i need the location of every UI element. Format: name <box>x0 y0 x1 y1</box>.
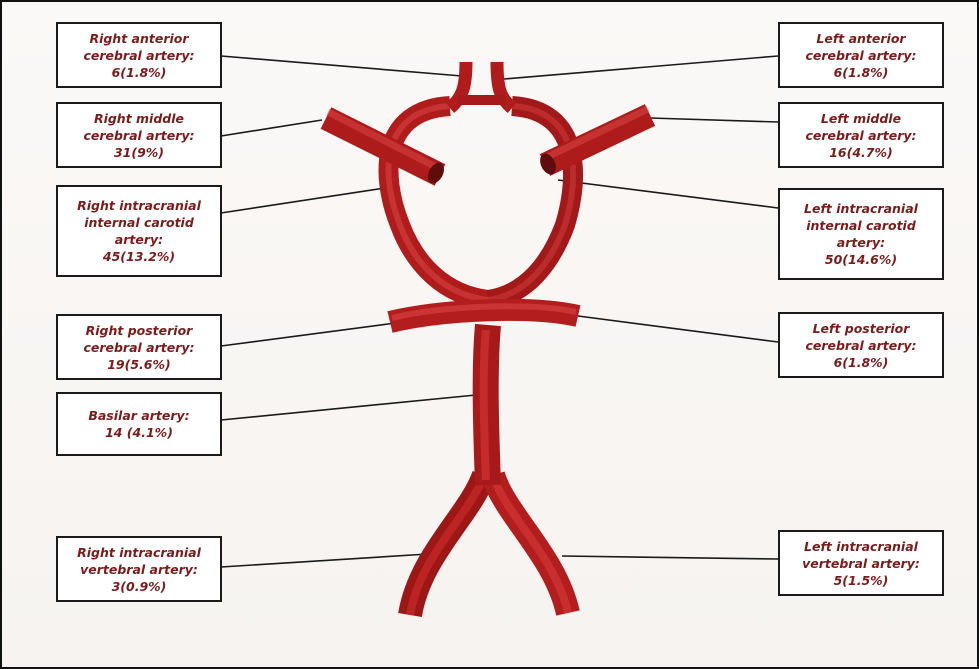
label-line: 16(4.7%) <box>805 144 916 161</box>
label-left-middle-cerebral-artery: Left middle cerebral artery: 16(4.7%) <box>778 102 944 168</box>
label-line: cerebral artery: <box>83 47 194 64</box>
left-intracranial-ica <box>488 106 573 300</box>
leader-left-mca <box>650 118 778 122</box>
label-line: artery: <box>77 231 201 248</box>
label-line: artery: <box>804 234 918 251</box>
label-line: 19(5.6%) <box>83 356 194 373</box>
label-line: 3(0.9%) <box>77 578 201 595</box>
label-line: 14 (4.1%) <box>88 424 189 441</box>
label-line: internal carotid <box>804 217 918 234</box>
label-line: Basilar artery: <box>88 407 189 424</box>
right-intracranial-ica <box>388 106 488 300</box>
label-right-intracranial-vertebral-artery: Right intracranial vertebral artery: 3(0… <box>56 536 222 602</box>
label-line: 6(1.8%) <box>805 64 916 81</box>
leader-right-pca <box>221 323 396 346</box>
label-line: Right middle <box>83 110 194 127</box>
label-line: Right posterior <box>83 322 194 339</box>
label-line: Right intracranial <box>77 544 201 561</box>
leader-basilar <box>221 395 476 420</box>
label-right-intracranial-internal-carotid-artery: Right intracranial internal carotid arte… <box>56 185 222 277</box>
label-left-intracranial-vertebral-artery: Left intracranial vertebral artery: 5(1.… <box>778 530 944 596</box>
leader-left-ica <box>558 180 778 208</box>
label-right-middle-cerebral-artery: Right middle cerebral artery: 31(9%) <box>56 102 222 168</box>
leader-right-mca <box>221 120 322 136</box>
label-line: Right anterior <box>83 30 194 47</box>
leader-left-va <box>562 556 778 559</box>
label-left-anterior-cerebral-artery: Left anterior cerebral artery: 6(1.8%) <box>778 22 944 88</box>
label-line: Left posterior <box>805 320 916 337</box>
label-line: cerebral artery: <box>805 127 916 144</box>
label-line: cerebral artery: <box>83 339 194 356</box>
label-line: 6(1.8%) <box>805 354 916 371</box>
leader-left-pca <box>578 316 778 342</box>
label-line: 6(1.8%) <box>83 64 194 81</box>
label-line: Left middle <box>805 110 916 127</box>
label-right-anterior-cerebral-artery: Right anterior cerebral artery: 6(1.8%) <box>56 22 222 88</box>
label-line: cerebral artery: <box>805 47 916 64</box>
label-left-intracranial-internal-carotid-artery: Left intracranial internal carotid arter… <box>778 188 944 280</box>
artery-illustration <box>326 62 650 615</box>
leader-right-aca <box>221 56 462 76</box>
label-line: 45(13.2%) <box>77 248 201 265</box>
label-line: 31(9%) <box>83 144 194 161</box>
label-right-posterior-cerebral-artery: Right posterior cerebral artery: 19(5.6%… <box>56 314 222 380</box>
label-line: internal carotid <box>77 214 201 231</box>
label-basilar-artery: Basilar artery: 14 (4.1%) <box>56 392 222 456</box>
leader-left-aca <box>504 56 778 79</box>
label-line: Left anterior <box>805 30 916 47</box>
label-line: Left intracranial <box>804 200 918 217</box>
label-left-posterior-cerebral-artery: Left posterior cerebral artery: 6(1.8%) <box>778 312 944 378</box>
label-line: Left intracranial <box>802 538 920 555</box>
label-line: 5(1.5%) <box>802 572 920 589</box>
label-line: Right intracranial <box>77 197 201 214</box>
label-line: vertebral artery: <box>802 555 920 572</box>
leader-right-ica <box>221 186 398 213</box>
label-line: 50(14.6%) <box>804 251 918 268</box>
label-line: vertebral artery: <box>77 561 201 578</box>
leader-right-va <box>221 554 428 567</box>
label-line: cerebral artery: <box>83 127 194 144</box>
label-line: cerebral artery: <box>805 337 916 354</box>
